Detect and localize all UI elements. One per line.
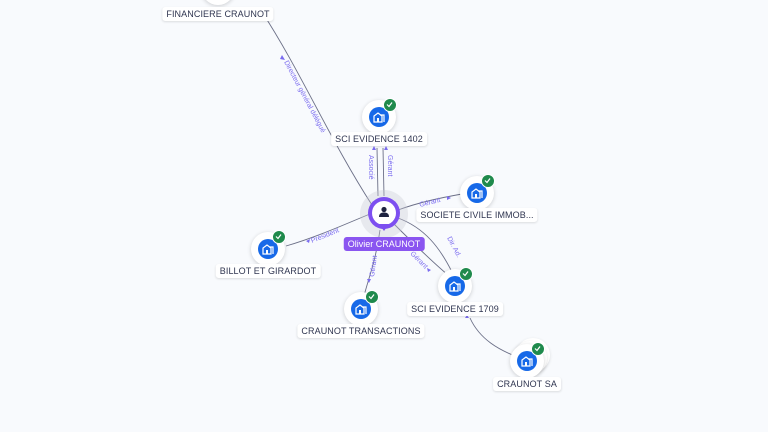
edge-societe [397, 193, 463, 211]
edge-label-financiere: Directeur général délégué [282, 60, 326, 135]
node-label-sci1402[interactable]: SCI EVIDENCE 1402 [331, 132, 427, 146]
arrow-sci1402-a [372, 146, 376, 150]
verified-check-icon [383, 98, 397, 112]
edge-label-societe: Gérant [419, 197, 442, 209]
node-label-billot[interactable]: BILLOT ET GIRARDOT [215, 264, 321, 278]
verified-check-icon [365, 290, 379, 304]
node-transactions[interactable] [344, 290, 379, 326]
building-icon [467, 183, 487, 203]
edge-label-transactions: Gérant [369, 255, 379, 277]
building-icon [351, 299, 371, 319]
building-icon [258, 239, 278, 259]
arrow-billot [306, 239, 310, 243]
verified-check-icon [459, 267, 473, 281]
arrow-transactions [367, 279, 371, 283]
node-label-sci1709[interactable]: SCI EVIDENCE 1709 [407, 302, 503, 316]
arrow-financiere [280, 55, 285, 60]
arrow-societe [447, 196, 451, 200]
edge-label-sci1402-associe: Associé [367, 155, 374, 180]
edge-billot [285, 213, 371, 247]
node-label-societe[interactable]: SOCIETE CIVILE IMMOB... [416, 208, 538, 222]
verified-check-icon [531, 342, 545, 356]
node-societe[interactable] [460, 174, 495, 210]
edge-label-sci1402-gerant: Gérant [386, 155, 393, 176]
node-sci1709[interactable] [438, 267, 473, 303]
building-icon [445, 276, 465, 296]
edge-sci1402-gerant [382, 147, 385, 197]
edge-sci1402-associe [376, 147, 379, 197]
verified-check-icon [272, 230, 286, 244]
edge-label-sci1709-dir: Dir. Ad. [445, 236, 462, 259]
edge-sci1709-dir [397, 217, 453, 273]
node-label-transactions[interactable]: CRAUNOT TRANSACTIONS [297, 324, 425, 338]
building-icon [369, 107, 389, 127]
edge-label-billot: Président [310, 227, 340, 245]
edge-financiere [261, 11, 373, 206]
node-billot[interactable] [251, 230, 286, 266]
node-label-financiere[interactable]: FINANCIERE CRAUNOT [162, 7, 274, 21]
edge-craunotsa [469, 317, 516, 357]
building-icon [517, 351, 537, 371]
node-craunotsa[interactable] [510, 342, 545, 378]
arrow-craunotsa-a [465, 315, 469, 318]
verified-check-icon [481, 174, 495, 188]
person-node-label[interactable]: Olivier CRAUNOT [343, 237, 425, 251]
arrow-sci1402-b [384, 146, 388, 150]
edge-label-sci1709-gerant: Gérant [409, 250, 429, 270]
person-icon [372, 201, 396, 225]
node-financiere[interactable] [201, 0, 235, 5]
person-node[interactable] [368, 197, 400, 231]
arrow-sci1709 [427, 268, 431, 272]
node-label-craunotsa[interactable]: CRAUNOT SA [493, 377, 561, 391]
node-sci1402[interactable] [362, 98, 397, 134]
